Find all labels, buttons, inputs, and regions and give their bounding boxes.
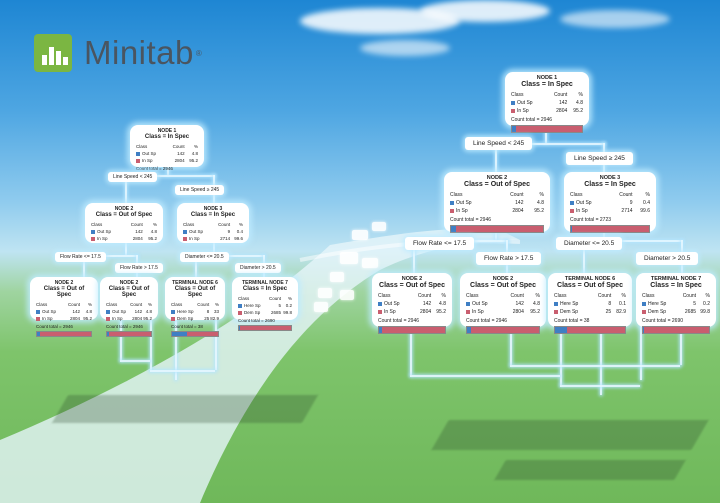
ground-shadow bbox=[494, 460, 686, 480]
left-terminal-node-6[interactable]: TERMINAL NODE 6 Class = Out of Spec Clas… bbox=[165, 277, 225, 337]
ground-shadow bbox=[431, 420, 709, 450]
connector bbox=[600, 325, 602, 395]
right-split-line-speed-low: Line Speed < 245 bbox=[465, 137, 533, 150]
connector bbox=[83, 255, 138, 257]
connector bbox=[195, 255, 197, 277]
right-split-diameter-low: Diameter <= 20.5 bbox=[556, 237, 623, 250]
connector bbox=[583, 240, 585, 274]
connector bbox=[510, 365, 680, 367]
distant-node bbox=[340, 290, 354, 300]
right-split-diameter-high: Diameter > 20.5 bbox=[636, 252, 699, 265]
left-split-flow-rate-low: Flow Rate <= 17.5 bbox=[55, 252, 106, 262]
cloud bbox=[360, 40, 450, 56]
connector bbox=[150, 370, 215, 372]
cloud bbox=[420, 0, 550, 22]
left-split-line-speed-low: Line Speed < 245 bbox=[108, 172, 158, 182]
node-class: Class = In Spec bbox=[144, 134, 190, 140]
distant-node bbox=[330, 272, 344, 282]
connector bbox=[120, 320, 122, 360]
connector bbox=[640, 325, 642, 380]
right-split-flow-rate-low: Flow Rate <= 17.5 bbox=[405, 237, 475, 250]
class-proportion-bar bbox=[36, 331, 92, 337]
cloud bbox=[560, 10, 670, 28]
connector bbox=[213, 240, 215, 255]
connector bbox=[83, 255, 85, 277]
brand-name: Minitab bbox=[84, 34, 194, 71]
connector bbox=[510, 325, 512, 365]
connector bbox=[175, 320, 177, 380]
connector bbox=[583, 240, 683, 242]
connector bbox=[413, 240, 415, 274]
connector bbox=[195, 255, 265, 257]
minitab-chart-icon bbox=[34, 34, 72, 72]
connector bbox=[410, 325, 412, 375]
node-title: NODE 1 bbox=[157, 128, 177, 134]
minitab-logo: Minitab ® bbox=[34, 34, 202, 72]
right-terminal-node-6[interactable]: TERMINAL NODE 6 Class = Out of Spec Clas… bbox=[548, 273, 632, 334]
connector bbox=[495, 143, 497, 173]
distant-node bbox=[314, 302, 328, 312]
connector bbox=[560, 385, 640, 387]
connector bbox=[560, 325, 562, 385]
distant-node bbox=[362, 258, 378, 268]
connector bbox=[167, 165, 169, 175]
distant-node bbox=[318, 288, 332, 298]
connector bbox=[125, 175, 127, 205]
connector bbox=[410, 375, 560, 377]
connector bbox=[150, 320, 152, 370]
connector bbox=[215, 320, 217, 370]
node-total: Count total = 2946 bbox=[136, 166, 173, 171]
ground-shadow bbox=[51, 395, 319, 423]
connector bbox=[120, 360, 150, 362]
connector bbox=[125, 240, 127, 255]
left-split-diameter-high: Diameter > 20.5 bbox=[235, 263, 281, 273]
connector bbox=[545, 125, 547, 143]
left-split-flow-rate-high: Flow Rate > 17.5 bbox=[115, 263, 163, 273]
distant-node bbox=[372, 222, 386, 231]
left-split-line-speed-high: Line Speed ≥ 245 bbox=[175, 185, 225, 195]
connector bbox=[125, 175, 215, 177]
left-split-diameter-low: Diameter <= 20.5 bbox=[180, 252, 229, 262]
distant-node bbox=[352, 230, 368, 240]
registered-mark: ® bbox=[195, 48, 202, 58]
distant-node bbox=[340, 252, 358, 264]
right-split-flow-rate-high: Flow Rate > 17.5 bbox=[476, 252, 542, 265]
connector bbox=[680, 325, 682, 365]
connector bbox=[495, 143, 605, 145]
right-split-line-speed-high: Line Speed ≥ 245 bbox=[566, 152, 633, 165]
